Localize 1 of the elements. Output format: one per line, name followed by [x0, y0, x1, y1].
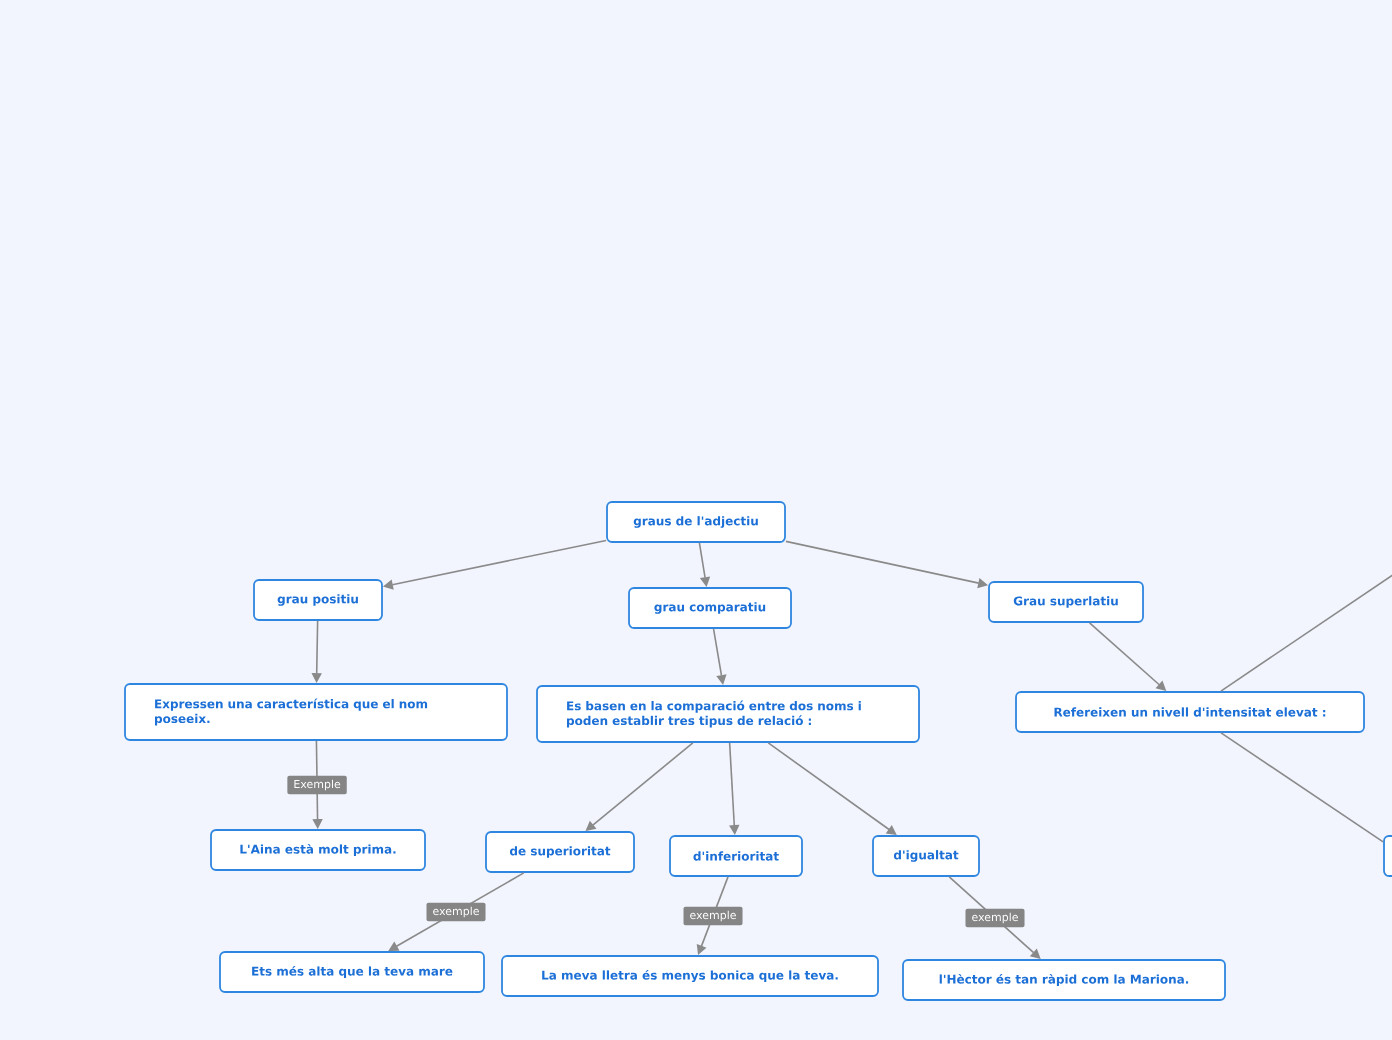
box — [1383, 835, 1392, 877]
